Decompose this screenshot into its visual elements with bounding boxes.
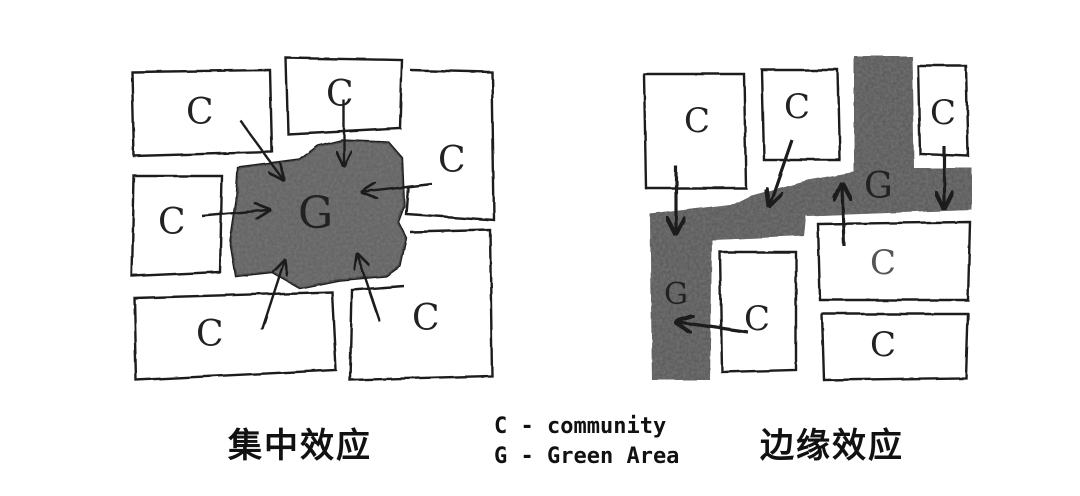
community-label: C	[412, 298, 440, 339]
community-block	[284, 56, 404, 136]
community-block	[816, 220, 972, 302]
community-block	[348, 228, 494, 382]
community-block	[404, 68, 496, 222]
community-block	[642, 72, 748, 190]
community-label: C	[684, 101, 710, 141]
community-block	[130, 174, 224, 278]
community-block	[820, 312, 970, 382]
community-block	[132, 290, 338, 382]
concentration-effect-diagram	[130, 56, 496, 382]
community-label: C	[784, 87, 810, 127]
green-label: G	[298, 188, 333, 239]
community-label: C	[186, 92, 214, 133]
community-block	[718, 250, 798, 374]
community-block	[916, 64, 970, 158]
edge-effect-diagram	[642, 56, 972, 382]
legend: C - community G - Green Area	[494, 412, 679, 472]
community-label: C	[158, 202, 186, 243]
legend-community: C - community	[494, 414, 667, 439]
community-label: C	[930, 93, 956, 133]
right-labels: C C C C C C G G	[664, 87, 956, 365]
green-label: G	[864, 166, 893, 207]
community-block	[130, 68, 274, 158]
legend-green-area: G - Green Area	[494, 444, 680, 469]
community-label: C	[744, 299, 770, 339]
community-label: C	[870, 325, 896, 365]
edge-effect-caption: 边缘效应	[760, 426, 904, 466]
concentration-effect-caption: 集中效应	[228, 426, 372, 466]
community-block	[760, 68, 842, 162]
community-label: C	[870, 243, 896, 283]
community-label: C	[326, 74, 354, 115]
green-label: G	[664, 277, 688, 312]
left-labels: C C C C C C G	[158, 74, 466, 355]
community-label: C	[196, 314, 224, 355]
community-label: C	[438, 140, 466, 181]
